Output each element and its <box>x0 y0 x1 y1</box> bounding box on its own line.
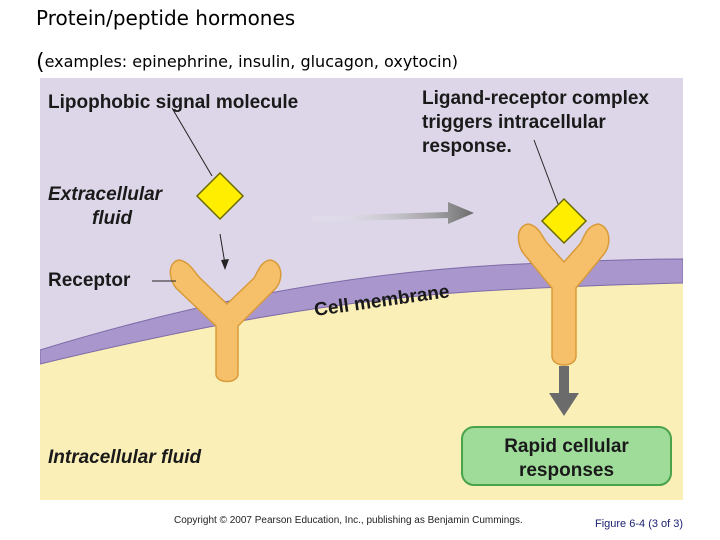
ligand-left <box>195 171 245 221</box>
receptor-left <box>169 259 282 383</box>
receptor-right <box>517 223 610 366</box>
cell-membrane <box>40 258 683 365</box>
slide-title: Protein/peptide hormones <box>36 6 296 30</box>
response-line-2: responses <box>518 460 615 481</box>
progression-arrow <box>312 202 474 224</box>
signal-diagram: Lipophobic signal molecule Ligand-recept… <box>40 78 683 500</box>
ligand-bound <box>540 197 588 245</box>
label-receptor: Receptor <box>48 270 131 291</box>
pointer-complex <box>533 139 559 205</box>
label-intracellular: Intracellular fluid <box>48 447 202 468</box>
response-arrow <box>549 366 579 416</box>
slide-subtitle: (examples: epinephrine, insulin, glucago… <box>36 50 458 75</box>
label-extracellular-1: Extracellular <box>48 184 163 205</box>
binding-arrow-head <box>221 259 229 270</box>
subtitle-paren: ( <box>36 50 45 75</box>
label-extracellular-2: fluid <box>92 208 133 229</box>
figure-reference: Figure 6-4 (3 of 3) <box>595 518 684 530</box>
binding-arrow-shaft <box>219 233 226 265</box>
label-lipophobic: Lipophobic signal molecule <box>48 92 299 113</box>
subtitle-text: examples: epinephrine, insulin, glucagon… <box>44 52 458 71</box>
response-line-1: Rapid cellular <box>504 436 629 457</box>
label-complex-1: Ligand-receptor complex <box>422 88 649 109</box>
copyright-text: Copyright © 2007 Pearson Education, Inc.… <box>174 515 523 526</box>
pointer-lipophobic <box>171 107 213 177</box>
response-box <box>461 426 672 486</box>
label-complex-3: response. <box>422 136 512 157</box>
label-complex-2: triggers intracellular <box>422 112 606 133</box>
